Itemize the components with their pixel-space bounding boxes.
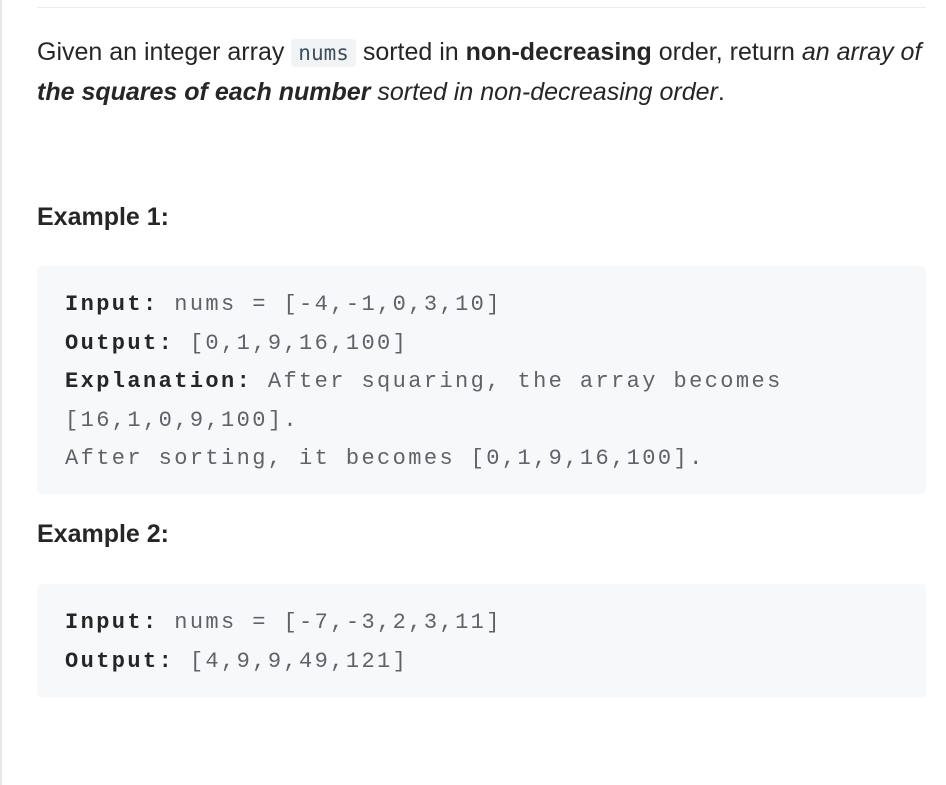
description-text: Given an integer array [37, 38, 292, 66]
example-1-heading: Example 1: [37, 203, 170, 231]
explanation-label: Explanation: [65, 369, 253, 394]
example-2-heading: Example 2: [37, 520, 170, 548]
input-label: Input: [65, 610, 159, 635]
output-value: [0,1,9,16,100] [174, 330, 409, 356]
input-value: nums = [-7,-3,2,3,11] [158, 610, 502, 635]
example-2-box: Input: nums = [-7,-3,2,3,11] Output: [4,… [37, 584, 926, 697]
description-bold: non-decreasing [465, 38, 652, 66]
input-value: nums = [-4,-1,0,3,10] [158, 292, 502, 317]
problem-content: Given an integer array nums sorted in no… [37, 33, 926, 697]
output-label: Output: [65, 648, 175, 674]
example-1-explanation: Explanation: After squaring, the array b… [65, 363, 898, 402]
input-label: Input: [65, 292, 159, 317]
left-border [0, 0, 2, 785]
description-italic: sorted in non-decreasing order [370, 78, 718, 106]
description-bold-italic: the squares of each number [37, 78, 371, 106]
explanation-text: [16,1,0,9,100]. [65, 407, 300, 433]
explanation-text: After squaring, the array becomes [252, 369, 783, 394]
example-2-output: Output: [4,9,9,49,121] [65, 643, 898, 682]
description-text: order, return [651, 38, 802, 66]
problem-description: Given an integer array nums sorted in no… [37, 33, 926, 112]
description-text: sorted in [355, 38, 466, 66]
example-1-input: Input: nums = [-4,-1,0,3,10] [65, 286, 898, 325]
explanation-text: After sorting, it becomes [0,1,9,16,100]… [65, 446, 705, 471]
example-1-output: Output: [0,1,9,16,100] [65, 325, 898, 364]
top-divider [37, 7, 926, 8]
inline-code-nums: nums [291, 39, 356, 67]
example-1-explanation-cont: [16,1,0,9,100]. [65, 402, 898, 441]
example-1-explanation-cont: After sorting, it becomes [0,1,9,16,100]… [65, 440, 898, 479]
description-italic: an array of [801, 38, 922, 66]
output-label: Output: [65, 330, 175, 356]
example-1-box: Input: nums = [-4,-1,0,3,10] Output: [0,… [37, 266, 926, 494]
description-text: . [717, 78, 725, 106]
example-2-input: Input: nums = [-7,-3,2,3,11] [65, 604, 898, 643]
output-value: [4,9,9,49,121] [174, 648, 409, 674]
